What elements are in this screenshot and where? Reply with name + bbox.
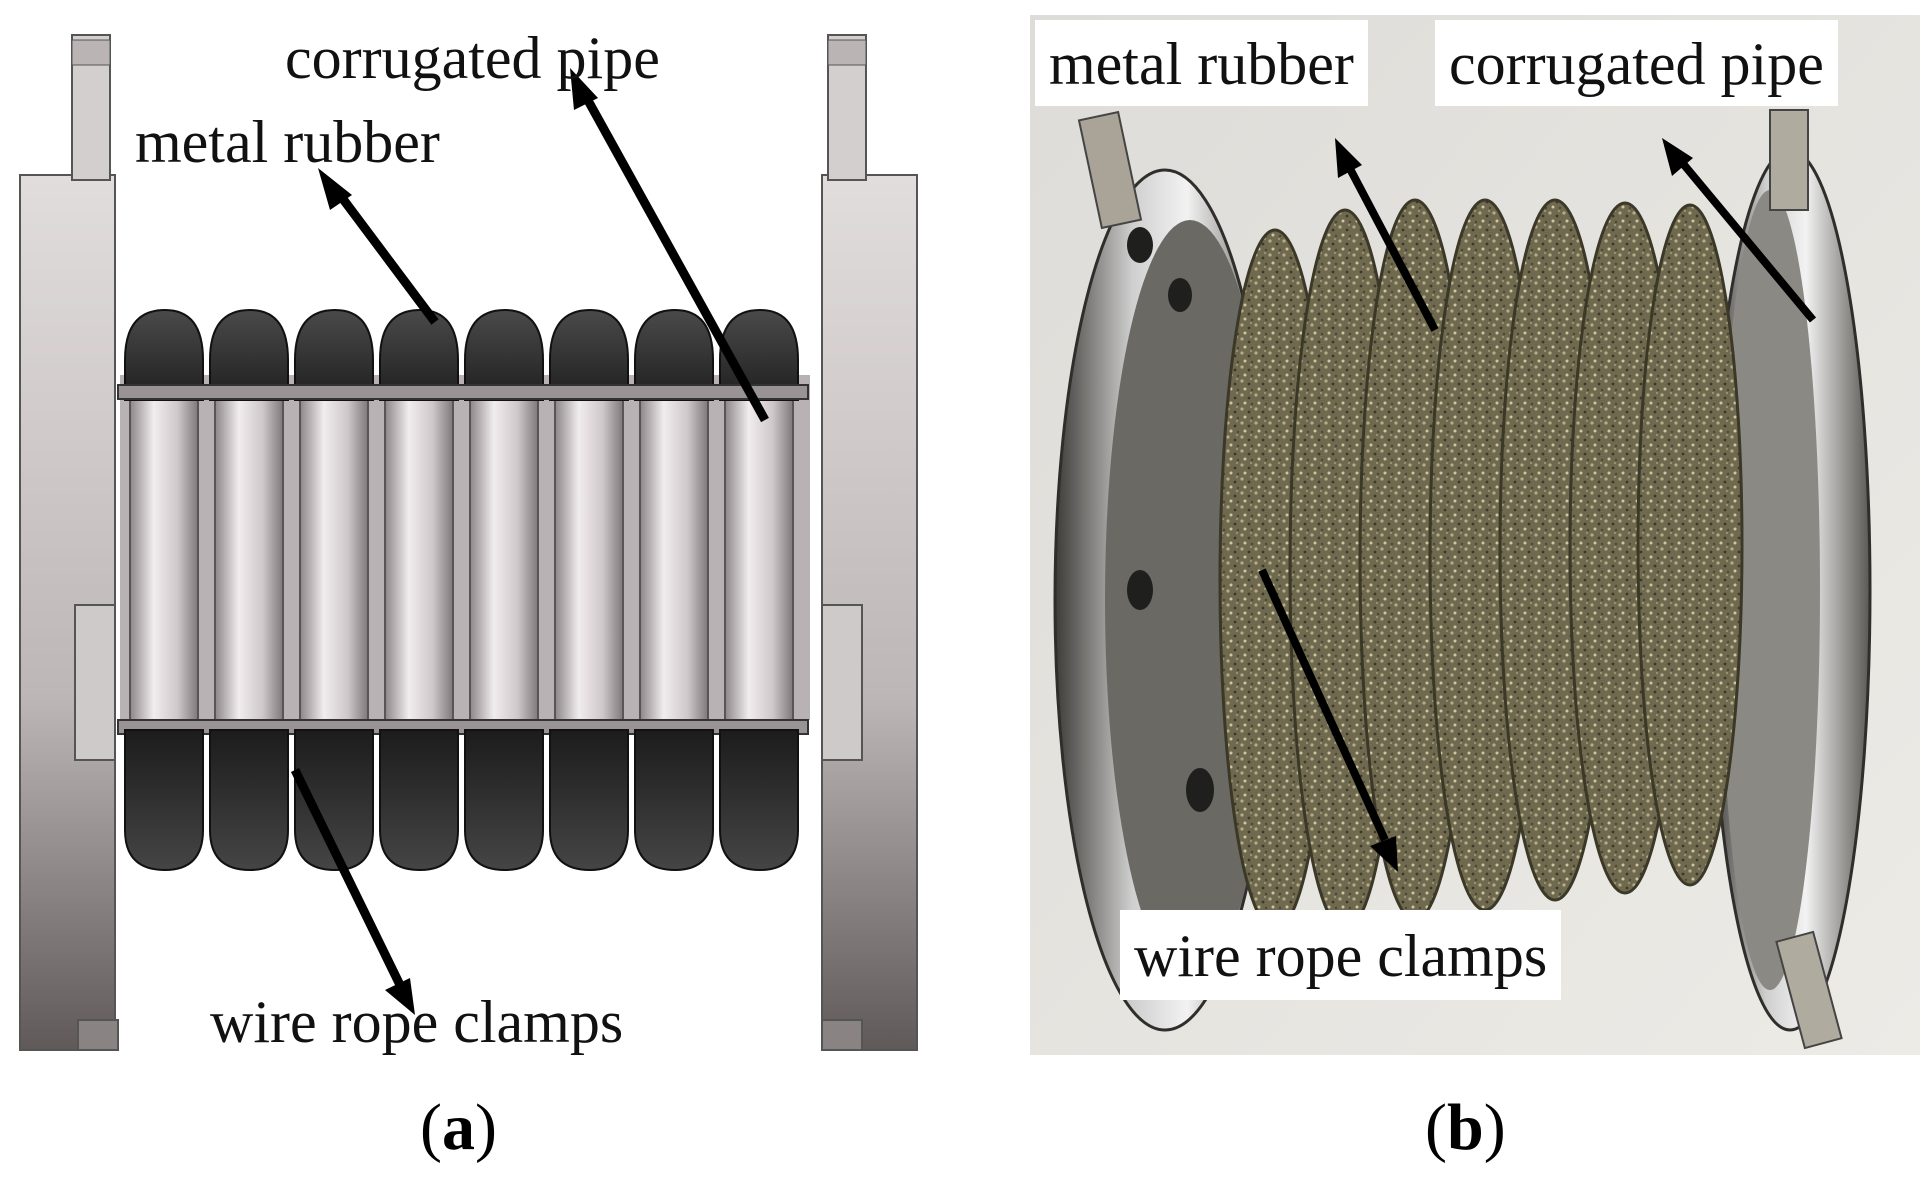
caption-a-letter: a [441, 1091, 475, 1164]
arrow-metal-rubber-b [1344, 163, 1439, 332]
label-wire-rope-clamps-b: wire rope clamps [1120, 910, 1562, 1000]
tube-7 [639, 339, 709, 781]
panel-b-drawing [1030, 15, 1920, 1055]
tube-3 [299, 339, 369, 781]
panel-b-photo: metal rubber corrugated pipe wire rope c… [1030, 0, 1930, 1187]
label-corrugated-pipe-b: corrugated pipe [1435, 20, 1838, 106]
tube-1 [129, 339, 199, 781]
tube-5 [469, 339, 539, 781]
metal-rubber-top [117, 308, 809, 401]
tube-6 [554, 339, 624, 781]
label-metal-rubber-a: metal rubber [135, 109, 440, 175]
caption-b: (b) [1425, 1091, 1506, 1164]
arrow-corrugated-pipe-b [1676, 157, 1817, 323]
arrow-corrugated-pipe [581, 92, 769, 423]
arrow-metal-rubber [336, 192, 439, 325]
panel-a-arrows [290, 68, 769, 1015]
label-corrugated-pipe-a: corrugated pipe [285, 25, 660, 91]
left-flange [19, 34, 119, 1051]
right-flange [821, 34, 918, 1051]
arrow-wire-rope-clamps-b [1258, 568, 1389, 842]
tube-2 [214, 339, 284, 781]
photo-right-flange [1708, 109, 1872, 1050]
panel-a-drawing [19, 34, 918, 1051]
arrow-wire-rope-clamps [290, 768, 405, 987]
corrugations [120, 339, 810, 781]
photo-metal-rubber-rings [1218, 198, 1744, 932]
panel-b-arrows [1258, 138, 1817, 872]
caption-a: (a) [420, 1091, 497, 1164]
label-wire-rope-clamps-a: wire rope clamps [210, 989, 624, 1055]
caption-b-letter: b [1446, 1091, 1484, 1164]
wire-rope-clamps-bottom [117, 719, 809, 872]
label-metal-rubber-b: metal rubber [1035, 20, 1368, 106]
tube-4 [384, 339, 454, 781]
panel-a-cad-render: corrugated pipe metal rubber wire rope c… [19, 25, 918, 1164]
